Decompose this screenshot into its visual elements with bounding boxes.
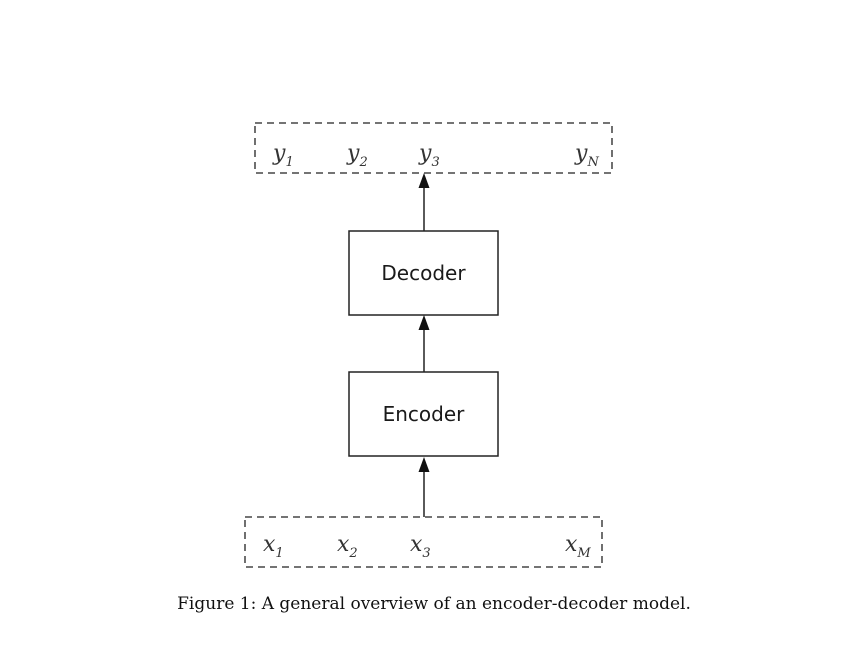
encoder-label: Encoder [383,402,466,426]
decoder-block [348,230,499,316]
arrow-head-icon [418,315,430,330]
output-token: yN [574,141,599,170]
decoder-label: Decoder [381,261,466,285]
input-token: x3 [410,532,431,561]
input-token: xM [565,532,591,561]
output-token: y1 [272,141,294,170]
input-token: x1 [263,532,284,561]
output-token: y3 [418,141,440,170]
figure-caption: Figure 1: A general overview of an encod… [177,594,691,614]
input-token: x2 [337,532,358,561]
arrow-head-icon [418,457,430,472]
encoder-block [348,371,499,457]
arrow-head-icon [418,173,430,188]
output-token: y2 [346,141,368,170]
